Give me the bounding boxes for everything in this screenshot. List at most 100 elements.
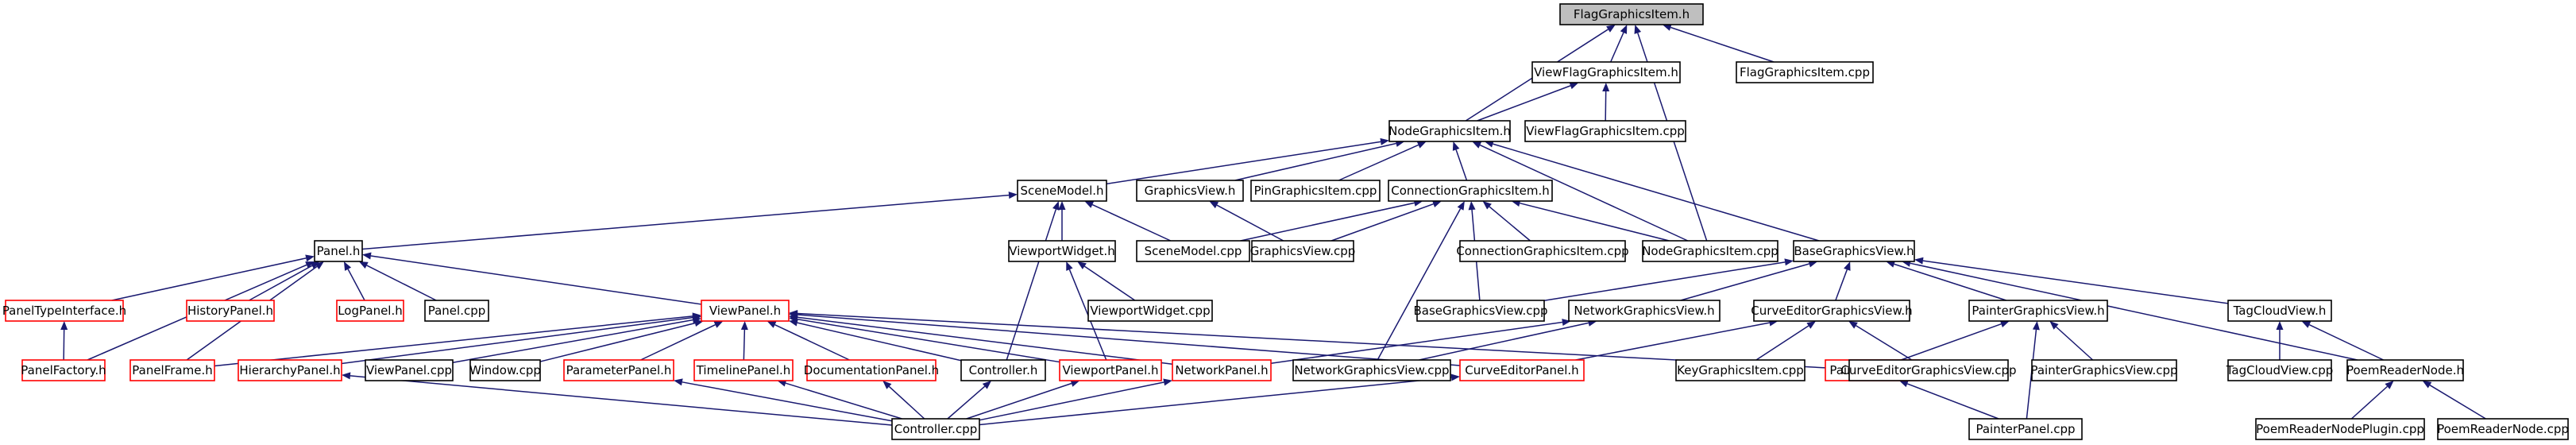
node-label: Window.cpp bbox=[469, 363, 541, 377]
graph-node-poemreadernode-h[interactable]: PoemReaderNode.h bbox=[2346, 359, 2464, 381]
graph-node-viewportwidget-h[interactable]: ViewportWidget.h bbox=[1008, 240, 1116, 262]
node-label: CurveEditorPanel.h bbox=[1465, 363, 1578, 377]
node-label: PoemReaderNode.cpp bbox=[2437, 422, 2569, 436]
node-label: PainterPanel.cpp bbox=[1975, 422, 2075, 436]
edge-n30-to-n20 bbox=[452, 316, 701, 363]
graph-node-logpanel-h[interactable]: LogPanel.h bbox=[336, 300, 404, 322]
edge-n40-to-n24 bbox=[1755, 321, 1817, 361]
graph-node-keygraphicsitem-cpp[interactable]: KeyGraphicsItem.cpp bbox=[1675, 359, 1806, 381]
arrowhead-icon bbox=[713, 321, 724, 328]
graph-node-documentationpanel-h[interactable]: DocumentationPanel.h bbox=[804, 359, 939, 381]
graph-node-paintergraphicsview-h[interactable]: PainterGraphicsView.h bbox=[1968, 300, 2108, 322]
edge-n7-to-n3 bbox=[1338, 141, 1427, 181]
arrowhead-icon bbox=[674, 378, 683, 386]
graph-node-networkpanel-h[interactable]: NetworkPanel.h bbox=[1172, 359, 1272, 381]
graph-node-flaggraphicsitem-cpp[interactable]: FlagGraphicsItem.cpp bbox=[1736, 61, 1874, 83]
arrowhead-icon bbox=[305, 261, 315, 269]
edge-line bbox=[1910, 262, 2358, 361]
edge-n14-to-n8 bbox=[1511, 199, 1670, 242]
node-box bbox=[2255, 418, 2425, 440]
graph-node-timelinepanel-h[interactable]: TimelinePanel.h bbox=[693, 359, 794, 381]
graph-node-curveeditorgraphicsview-h[interactable]: CurveEditorGraphicsView.h bbox=[1751, 300, 1913, 322]
node-box bbox=[365, 359, 454, 381]
edge-line bbox=[1835, 269, 1848, 301]
edge-line bbox=[1455, 149, 1468, 181]
node-box bbox=[336, 300, 404, 322]
edge-n38-to-n8 bbox=[1377, 201, 1465, 361]
node-label: KeyGraphicsItem.cpp bbox=[1677, 363, 1804, 377]
edge-line bbox=[1680, 263, 1809, 301]
graph-node-viewpanel-cpp[interactable]: ViewPanel.cpp bbox=[365, 359, 454, 381]
edge-n5-to-n3 bbox=[1106, 137, 1389, 185]
node-box bbox=[2227, 300, 2332, 322]
graph-node-tagcloudview-h[interactable]: TagCloudView.h bbox=[2227, 300, 2332, 322]
node-label: Panel.h bbox=[317, 244, 361, 258]
arrowhead-icon bbox=[692, 316, 701, 324]
node-label: LogPanel.h bbox=[338, 304, 403, 318]
edge-n21-to-n10 bbox=[1077, 261, 1136, 301]
edge-line bbox=[1240, 202, 1415, 242]
graph-node-controller-cpp[interactable]: Controller.cpp bbox=[891, 418, 980, 440]
graph-node-nodegraphicsitem-cpp[interactable]: NodeGraphicsItem.cpp bbox=[1642, 240, 1778, 262]
graph-node-curveeditorpanel-h[interactable]: CurveEditorPanel.h bbox=[1459, 359, 1585, 381]
graph-node-painterpanel-cpp[interactable]: PainterPanel.cpp bbox=[1968, 418, 2083, 440]
graph-node-paintergraphicsview-cpp[interactable]: PainterGraphicsView.cpp bbox=[2030, 359, 2178, 381]
graph-node-scenemodel-h[interactable]: SceneModel.h bbox=[1017, 180, 1107, 202]
edge-line bbox=[347, 269, 365, 301]
graph-node-panel-h[interactable]: Panel.h bbox=[314, 240, 363, 262]
arrowhead-icon bbox=[1416, 141, 1427, 149]
graph-node-basegraphicsview-h[interactable]: BaseGraphicsView.h bbox=[1793, 240, 1915, 262]
edge-line bbox=[1856, 325, 1913, 361]
graph-node-historypanel-h[interactable]: HistoryPanel.h bbox=[186, 300, 275, 322]
graph-node-viewportpanel-h[interactable]: ViewportPanel.h bbox=[1059, 359, 1162, 381]
graph-node-viewflaggraphicsitem-h[interactable]: ViewFlagGraphicsItem.h bbox=[1531, 61, 1681, 83]
arrowhead-icon bbox=[2385, 381, 2394, 389]
edge-n26-to-n15 bbox=[1914, 257, 2229, 304]
graph-node-window-cpp[interactable]: Window.cpp bbox=[469, 359, 541, 381]
node-label: DocumentationPanel.h bbox=[804, 363, 939, 377]
node-label: ViewFlagGraphicsItem.h bbox=[1534, 65, 1678, 79]
node-label: ViewFlagGraphicsItem.cpp bbox=[1526, 124, 1685, 138]
edge-line bbox=[1670, 26, 1775, 63]
graph-node-basegraphicsview-cpp[interactable]: BaseGraphicsView.cpp bbox=[1413, 300, 1548, 322]
graph-node-tagcloudview-cpp[interactable]: TagCloudView.cpp bbox=[2226, 359, 2334, 381]
graph-node-connectiongraphicsitem-h[interactable]: ConnectionGraphicsItem.h bbox=[1388, 180, 1553, 202]
node-label: CurveEditorGraphicsView.cpp bbox=[1840, 363, 2016, 377]
graph-node-pingraphicsitem-cpp[interactable]: PinGraphicsItem.cpp bbox=[1250, 180, 1381, 202]
arrowhead-icon bbox=[1606, 25, 1616, 33]
graph-node-viewflaggraphicsitem-cpp[interactable]: ViewFlagGraphicsItem.cpp bbox=[1524, 120, 1686, 142]
edge-n46-to-n33 bbox=[777, 379, 902, 420]
graph-node-parameterpanel-h[interactable]: ParameterPanel.h bbox=[563, 359, 674, 381]
graph-node-curveeditorgraphicsview-cpp[interactable]: CurveEditorGraphicsView.cpp bbox=[1840, 359, 2017, 381]
graph-node-poemreadernodeplugin-cpp[interactable]: PoemReaderNodePlugin.cpp bbox=[2255, 418, 2425, 440]
edge-n15-to-n3 bbox=[1484, 140, 1820, 242]
edge-n46-to-n34 bbox=[882, 381, 925, 420]
graph-node-viewportwidget-cpp[interactable]: ViewportWidget.cpp bbox=[1087, 300, 1213, 322]
graph-node-networkgraphicsview-h[interactable]: NetworkGraphicsView.h bbox=[1568, 300, 1721, 322]
graph-node-scenemodel-cpp[interactable]: SceneModel.cpp bbox=[1136, 240, 1250, 262]
edge-n16-to-n9 bbox=[111, 254, 315, 301]
edge-line bbox=[797, 318, 1060, 363]
edge-n46-to-n37 bbox=[979, 378, 1172, 421]
graph-node-graphicsview-cpp[interactable]: GraphicsView.cpp bbox=[1250, 240, 1356, 262]
graph-node-paneltypeinterface-h[interactable]: PanelTypeInterface.h bbox=[2, 300, 126, 322]
node-label: Controller.h bbox=[969, 363, 1038, 377]
graph-node-poemreadernode-cpp[interactable]: PoemReaderNode.cpp bbox=[2437, 418, 2569, 440]
graph-node-nodegraphicsitem-h[interactable]: NodeGraphicsItem.h bbox=[1388, 120, 1511, 142]
graph-node-graphicsview-h[interactable]: GraphicsView.h bbox=[1136, 180, 1244, 202]
node-box bbox=[891, 418, 980, 440]
graph-node-panel-cpp[interactable]: Panel.cpp bbox=[424, 300, 489, 322]
graph-node-panelframe-h[interactable]: PanelFrame.h bbox=[129, 359, 215, 381]
graph-node-controller-h[interactable]: Controller.h bbox=[960, 359, 1046, 381]
edge-line bbox=[682, 381, 893, 422]
edge-n31-to-n20 bbox=[539, 319, 704, 362]
arrowhead-icon bbox=[1052, 201, 1060, 211]
graph-node-networkgraphicsview-cpp[interactable]: NetworkGraphicsView.cpp bbox=[1292, 359, 1451, 381]
graph-node-connectiongraphicsitem-cpp[interactable]: ConnectionGraphicsItem.cpp bbox=[1456, 240, 1629, 262]
graph-node-hierarchypanel-h[interactable]: HierarchyPanel.h bbox=[238, 359, 342, 381]
edge-n27-to-n16 bbox=[60, 321, 68, 361]
graph-node-panelfactory-h[interactable]: PanelFactory.h bbox=[21, 359, 106, 381]
node-box bbox=[186, 300, 275, 322]
arrowhead-icon bbox=[315, 261, 324, 270]
graph-node-viewpanel-h[interactable]: ViewPanel.h bbox=[701, 300, 790, 322]
